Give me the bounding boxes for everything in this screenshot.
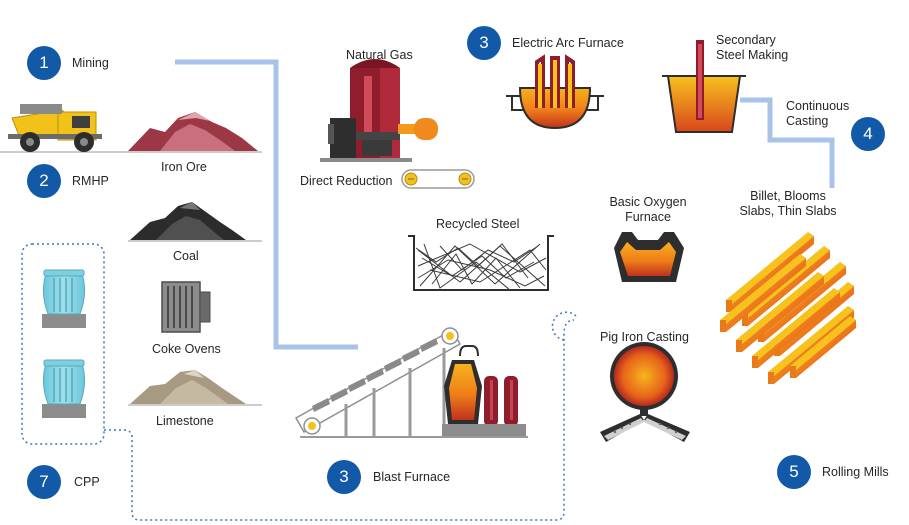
conveyor-icon (294, 327, 462, 436)
label-continuous-casting: Continuous Casting (786, 99, 850, 128)
label-billets: Billet, Blooms Slabs, Thin Slabs (739, 189, 837, 218)
cpp-connector-line (104, 319, 575, 521)
label-basic-oxygen-furnace: Basic Oxygen Furnace (609, 195, 687, 224)
cpp-dotted-box (21, 243, 105, 445)
label-limestone: Limestone (156, 414, 214, 428)
label-iron-ore: Iron Ore (161, 160, 207, 174)
direct-reduction-conveyor-icon (401, 169, 475, 189)
recycled-steel-icon (408, 235, 554, 291)
basic-oxygen-furnace-icon (614, 232, 684, 282)
label-rmhp: RMHP (72, 174, 109, 188)
label-pig-iron-casting: Pig Iron Casting (600, 330, 689, 344)
label-rolling-mills: Rolling Mills (822, 465, 889, 479)
flow-line-casting (740, 97, 835, 188)
label-mining: Mining (72, 56, 109, 70)
label-direct-reduction: Direct Reduction (300, 174, 393, 188)
step-badge-rolling: 5 (777, 455, 811, 489)
label-cpp: CPP (74, 475, 100, 489)
coke-oven-icon (161, 281, 211, 333)
step-badge-mining: 1 (27, 46, 61, 80)
electric-arc-furnace-icon (506, 54, 604, 130)
blast-furnace-icon (300, 345, 528, 438)
step-badge-casting: 4 (851, 117, 885, 151)
cpp-connector-arc (551, 311, 577, 341)
direct-reduction-plant-icon (320, 59, 438, 162)
step-badge-cpp: 7 (27, 465, 61, 499)
cooling-tower-icon (42, 269, 86, 328)
step-badge-blast: 3 (327, 460, 361, 494)
label-coal: Coal (173, 249, 199, 263)
label-coke-ovens: Coke Ovens (152, 342, 221, 356)
pig-iron-casting-icon (600, 342, 690, 442)
steel-billets-icon (720, 232, 856, 384)
ladle-icon (662, 40, 746, 133)
label-recycled-steel: Recycled Steel (436, 217, 520, 231)
cooling-tower-icon (42, 359, 86, 418)
label-electric-arc-furnace: Electric Arc Furnace (512, 36, 624, 50)
label-blast-furnace: Blast Furnace (373, 470, 451, 484)
label-secondary-steel-making: Secondary Steel Making (716, 33, 789, 62)
limestone-pile-icon (130, 370, 246, 404)
step-badge-eaf: 3 (467, 26, 501, 60)
iron-ore-pile-icon (128, 112, 258, 151)
dump-truck-icon (8, 104, 102, 152)
label-natural-gas: Natural Gas (346, 48, 413, 62)
coal-pile-icon (130, 202, 246, 240)
step-badge-rmhp: 2 (27, 164, 61, 198)
flow-line-mining-to-blast (175, 59, 358, 350)
